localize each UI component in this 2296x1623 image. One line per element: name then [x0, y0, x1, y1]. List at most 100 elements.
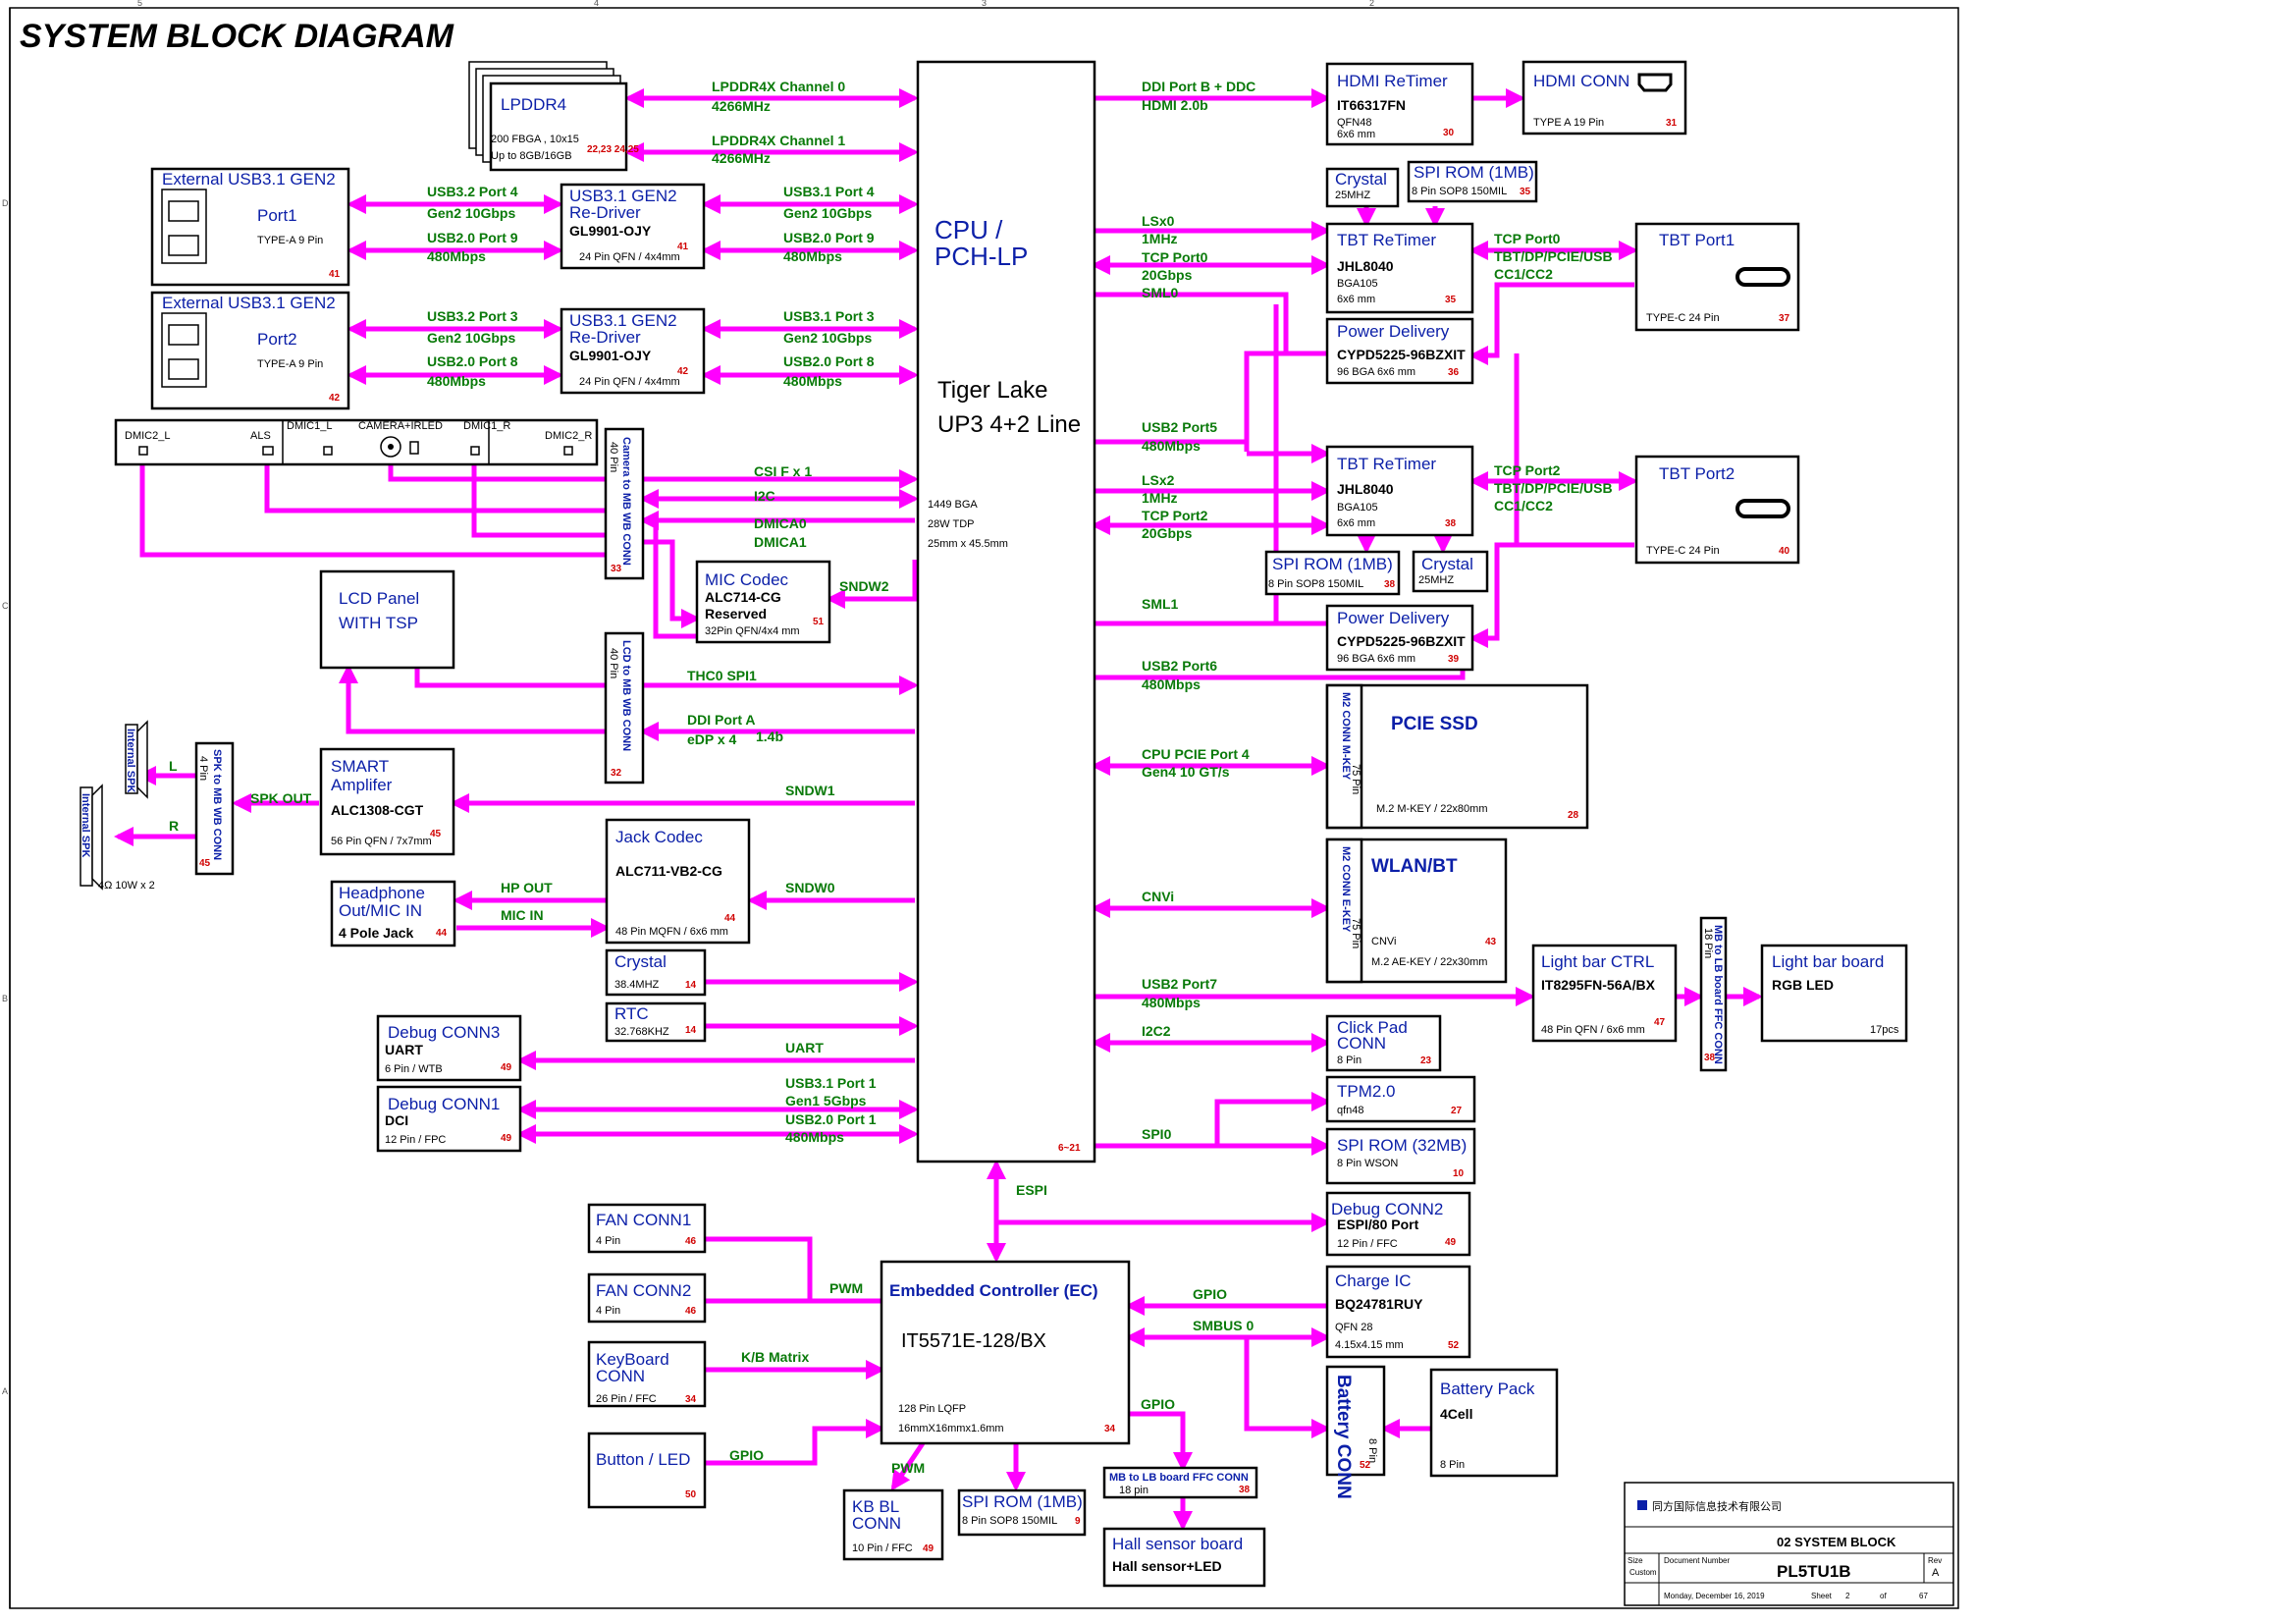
- keyboard-pins: 26 Pin / FFC: [596, 1393, 657, 1405]
- tpm-pkg: qfn48: [1337, 1105, 1364, 1116]
- charge-pkg2: 4.15x4.15 mm: [1335, 1339, 1404, 1351]
- redriver1-block: USB3.1 GEN2 Re-Driver GL9901-OJY 24 Pin …: [560, 183, 875, 270]
- camera-conn: Camera to MB WB CONN 40 Pin 33: [604, 427, 645, 580]
- tbt1-rom-title: SPI ROM (1MB): [1414, 163, 1534, 182]
- tbt1-part: JHL8040: [1337, 258, 1394, 274]
- tbt2-pkg1: BGA105: [1337, 502, 1378, 514]
- debug3-sub2: 6 Pin / WTB: [385, 1063, 443, 1075]
- lpddr-spec-1: 200 FBGA , 10x15: [491, 134, 579, 145]
- tbt1-crystal-freq: 25MHZ: [1335, 189, 1370, 201]
- jack-codec-block: Jack Codec ALC711-VB2-CG 48 Pin MQFN / 6…: [605, 818, 751, 945]
- tpm-title: TPM2.0: [1337, 1082, 1396, 1101]
- fan2-block: FAN CONN2 4 Pin 46: [587, 1272, 707, 1324]
- tbt2-rom: SPI ROM (1MB) 8 Pin SOP8 150MIL 38: [1264, 550, 1401, 596]
- fan1-block: FAN CONN1 4 Pin 46: [587, 1203, 707, 1254]
- headphone-block: Headphone Out/MIC IN 4 Pole Jack 44: [330, 880, 456, 947]
- debug1-title: Debug CONN1: [388, 1095, 500, 1113]
- title-block: 同方国际信息技术有限公司 02 SYSTEM BLOCK Size Custom…: [1624, 1482, 1954, 1606]
- kbbl-block: KB BL CONN 10 Pin / FFC 49: [842, 1488, 944, 1561]
- mic-codec-title: MIC Codec: [705, 570, 789, 589]
- spk-conn: SPK to MB WB CONN 4 Pin 45: [194, 741, 235, 876]
- redriver2-title2: Re-Driver: [569, 328, 641, 347]
- rtc-title: RTC: [614, 1004, 649, 1023]
- espi-label: ESPI: [1016, 1182, 1047, 1198]
- spirom32-pkg: 8 Pin WSON: [1337, 1158, 1398, 1169]
- usb6-label: USB2 Port6: [1142, 658, 1217, 674]
- kbbl-link: PWM: [891, 1460, 925, 1476]
- amp-title1: SMART: [331, 757, 389, 776]
- mic-codec-pkg: 32Pin QFN/4x4 mm: [705, 625, 800, 637]
- tb-size: Custom: [1629, 1568, 1657, 1577]
- usb-port1-l2b: 480Mbps: [427, 248, 486, 264]
- tb-size-label: Size: [1628, 1556, 1643, 1565]
- tbt2-tcp: TCP Port2: [1142, 508, 1208, 523]
- redriver1-r2: USB2.0 Port 9: [783, 230, 875, 245]
- usb-port1-name: Port1: [257, 206, 297, 225]
- tb-date: Monday, December 16, 2019: [1664, 1592, 1765, 1600]
- rtc-freq: 32.768KHZ: [614, 1026, 669, 1038]
- tbt1-r-tcp: TCP Port0: [1494, 231, 1561, 246]
- headphone-page: 44: [436, 928, 448, 939]
- lightbar-board-sub2: 17pcs: [1870, 1024, 1899, 1036]
- cam-dmic2r: DMIC2_R: [545, 430, 592, 442]
- tbt2-crystal-title: Crystal: [1421, 555, 1473, 573]
- battery-pack-cells: 4Cell: [1440, 1406, 1472, 1422]
- pd1-block: Power Delivery CYPD5225-96BZXIT 96 BGA 6…: [1325, 317, 1474, 385]
- lightbar-block: Light bar CTRL IT8295FN-56A/BX 48 Pin QF…: [1531, 944, 1678, 1043]
- usb-port2-l1b: Gen2 10Gbps: [427, 330, 515, 346]
- tb-sheet-label: Sheet: [1811, 1592, 1833, 1600]
- rtc-block: RTC 32.768KHZ 14: [605, 1001, 707, 1043]
- keyboard-link: K/B Matrix: [741, 1349, 809, 1365]
- battery-pack-block: Battery Pack 4Cell 8 Pin: [1429, 1368, 1559, 1478]
- charge-pkg1: QFN 28: [1335, 1322, 1373, 1333]
- debug1-block: Debug CONN1 DCI 12 Pin / FPC 49: [376, 1085, 522, 1153]
- fan-pwm: PWM: [829, 1280, 863, 1296]
- lpddr-spec-2: Up to 8GB/16GB: [491, 150, 572, 162]
- tpm-page: 27: [1451, 1106, 1463, 1116]
- tbt2-lsx-speed: 1MHz: [1142, 490, 1178, 506]
- kbbl-title2: CONN: [852, 1514, 901, 1533]
- fan2-pins: 4 Pin: [596, 1305, 620, 1317]
- charge-page: 52: [1448, 1340, 1460, 1351]
- debug2-title: Debug CONN2: [1331, 1200, 1443, 1218]
- spirom32-page: 10: [1453, 1168, 1465, 1179]
- usb6-speed: 480Mbps: [1142, 676, 1201, 692]
- mic-codec-note: Reserved: [705, 606, 767, 622]
- cpu-spec-1: 1449 BGA: [928, 499, 978, 511]
- speaker-right: Internal SPK: [80, 784, 103, 891]
- pd2-pkg: 96 BGA 6x6 mm: [1337, 653, 1415, 665]
- debug1-l2: USB2.0 Port 1: [785, 1111, 877, 1127]
- fan2-title: FAN CONN2: [596, 1281, 691, 1300]
- lcd-title1: LCD Panel: [339, 589, 419, 608]
- debug1-sub2: 12 Pin / FPC: [385, 1134, 446, 1146]
- kbbl-title1: KB BL: [852, 1497, 899, 1516]
- tbt2-lsx: LSx2: [1142, 472, 1175, 488]
- lightbar-conn-page: 38: [1704, 1053, 1716, 1063]
- jack-link: SNDW0: [785, 880, 835, 895]
- redriver2-r2b: 480Mbps: [783, 373, 842, 389]
- debug3-link: UART: [785, 1040, 824, 1055]
- tbt2-page: 38: [1445, 518, 1457, 529]
- battery-conn-page: 52: [1360, 1460, 1371, 1471]
- hall-sub: Hall sensor+LED: [1112, 1558, 1222, 1574]
- lightbar-part: IT8295FN-56A/BX: [1541, 977, 1656, 993]
- wlan-title: WLAN/BT: [1371, 856, 1458, 877]
- redriver2-page: 42: [677, 366, 689, 377]
- cpu-pages: 6~21: [1058, 1143, 1081, 1154]
- battery-conn-block: Battery CONN 8 Pin 52: [1325, 1365, 1386, 1499]
- tbt2-r-tcp: TCP Port2: [1494, 462, 1561, 478]
- pd2-title: Power Delivery: [1337, 609, 1450, 627]
- kbbl-page: 49: [923, 1543, 934, 1554]
- border-col-4: 4: [594, 0, 599, 8]
- usb-port1-block: External USB3.1 GEN2 Port1 TYPE-A 9 Pin …: [150, 167, 518, 287]
- amp-part: ALC1308-CGT: [331, 802, 424, 818]
- lcd-title2: WITH TSP: [339, 614, 418, 632]
- tbt1-page: 35: [1445, 295, 1457, 305]
- wlan-pins: 75 Pin: [1350, 918, 1362, 948]
- jack-part: ALC711-VB2-CG: [615, 863, 722, 879]
- lcd-panel-block: LCD Panel WITH TSP: [319, 569, 455, 670]
- redriver2-block: USB3.1 GEN2 Re-Driver GL9901-OJY 24 Pin …: [560, 307, 875, 395]
- charge-block: Charge IC BQ24781RUY QFN 28 4.15x4.15 mm…: [1325, 1265, 1471, 1359]
- hdmi-retimer-part: IT66317FN: [1337, 97, 1406, 113]
- crystal-main-block: Crystal 38.4MHZ 14: [605, 948, 707, 997]
